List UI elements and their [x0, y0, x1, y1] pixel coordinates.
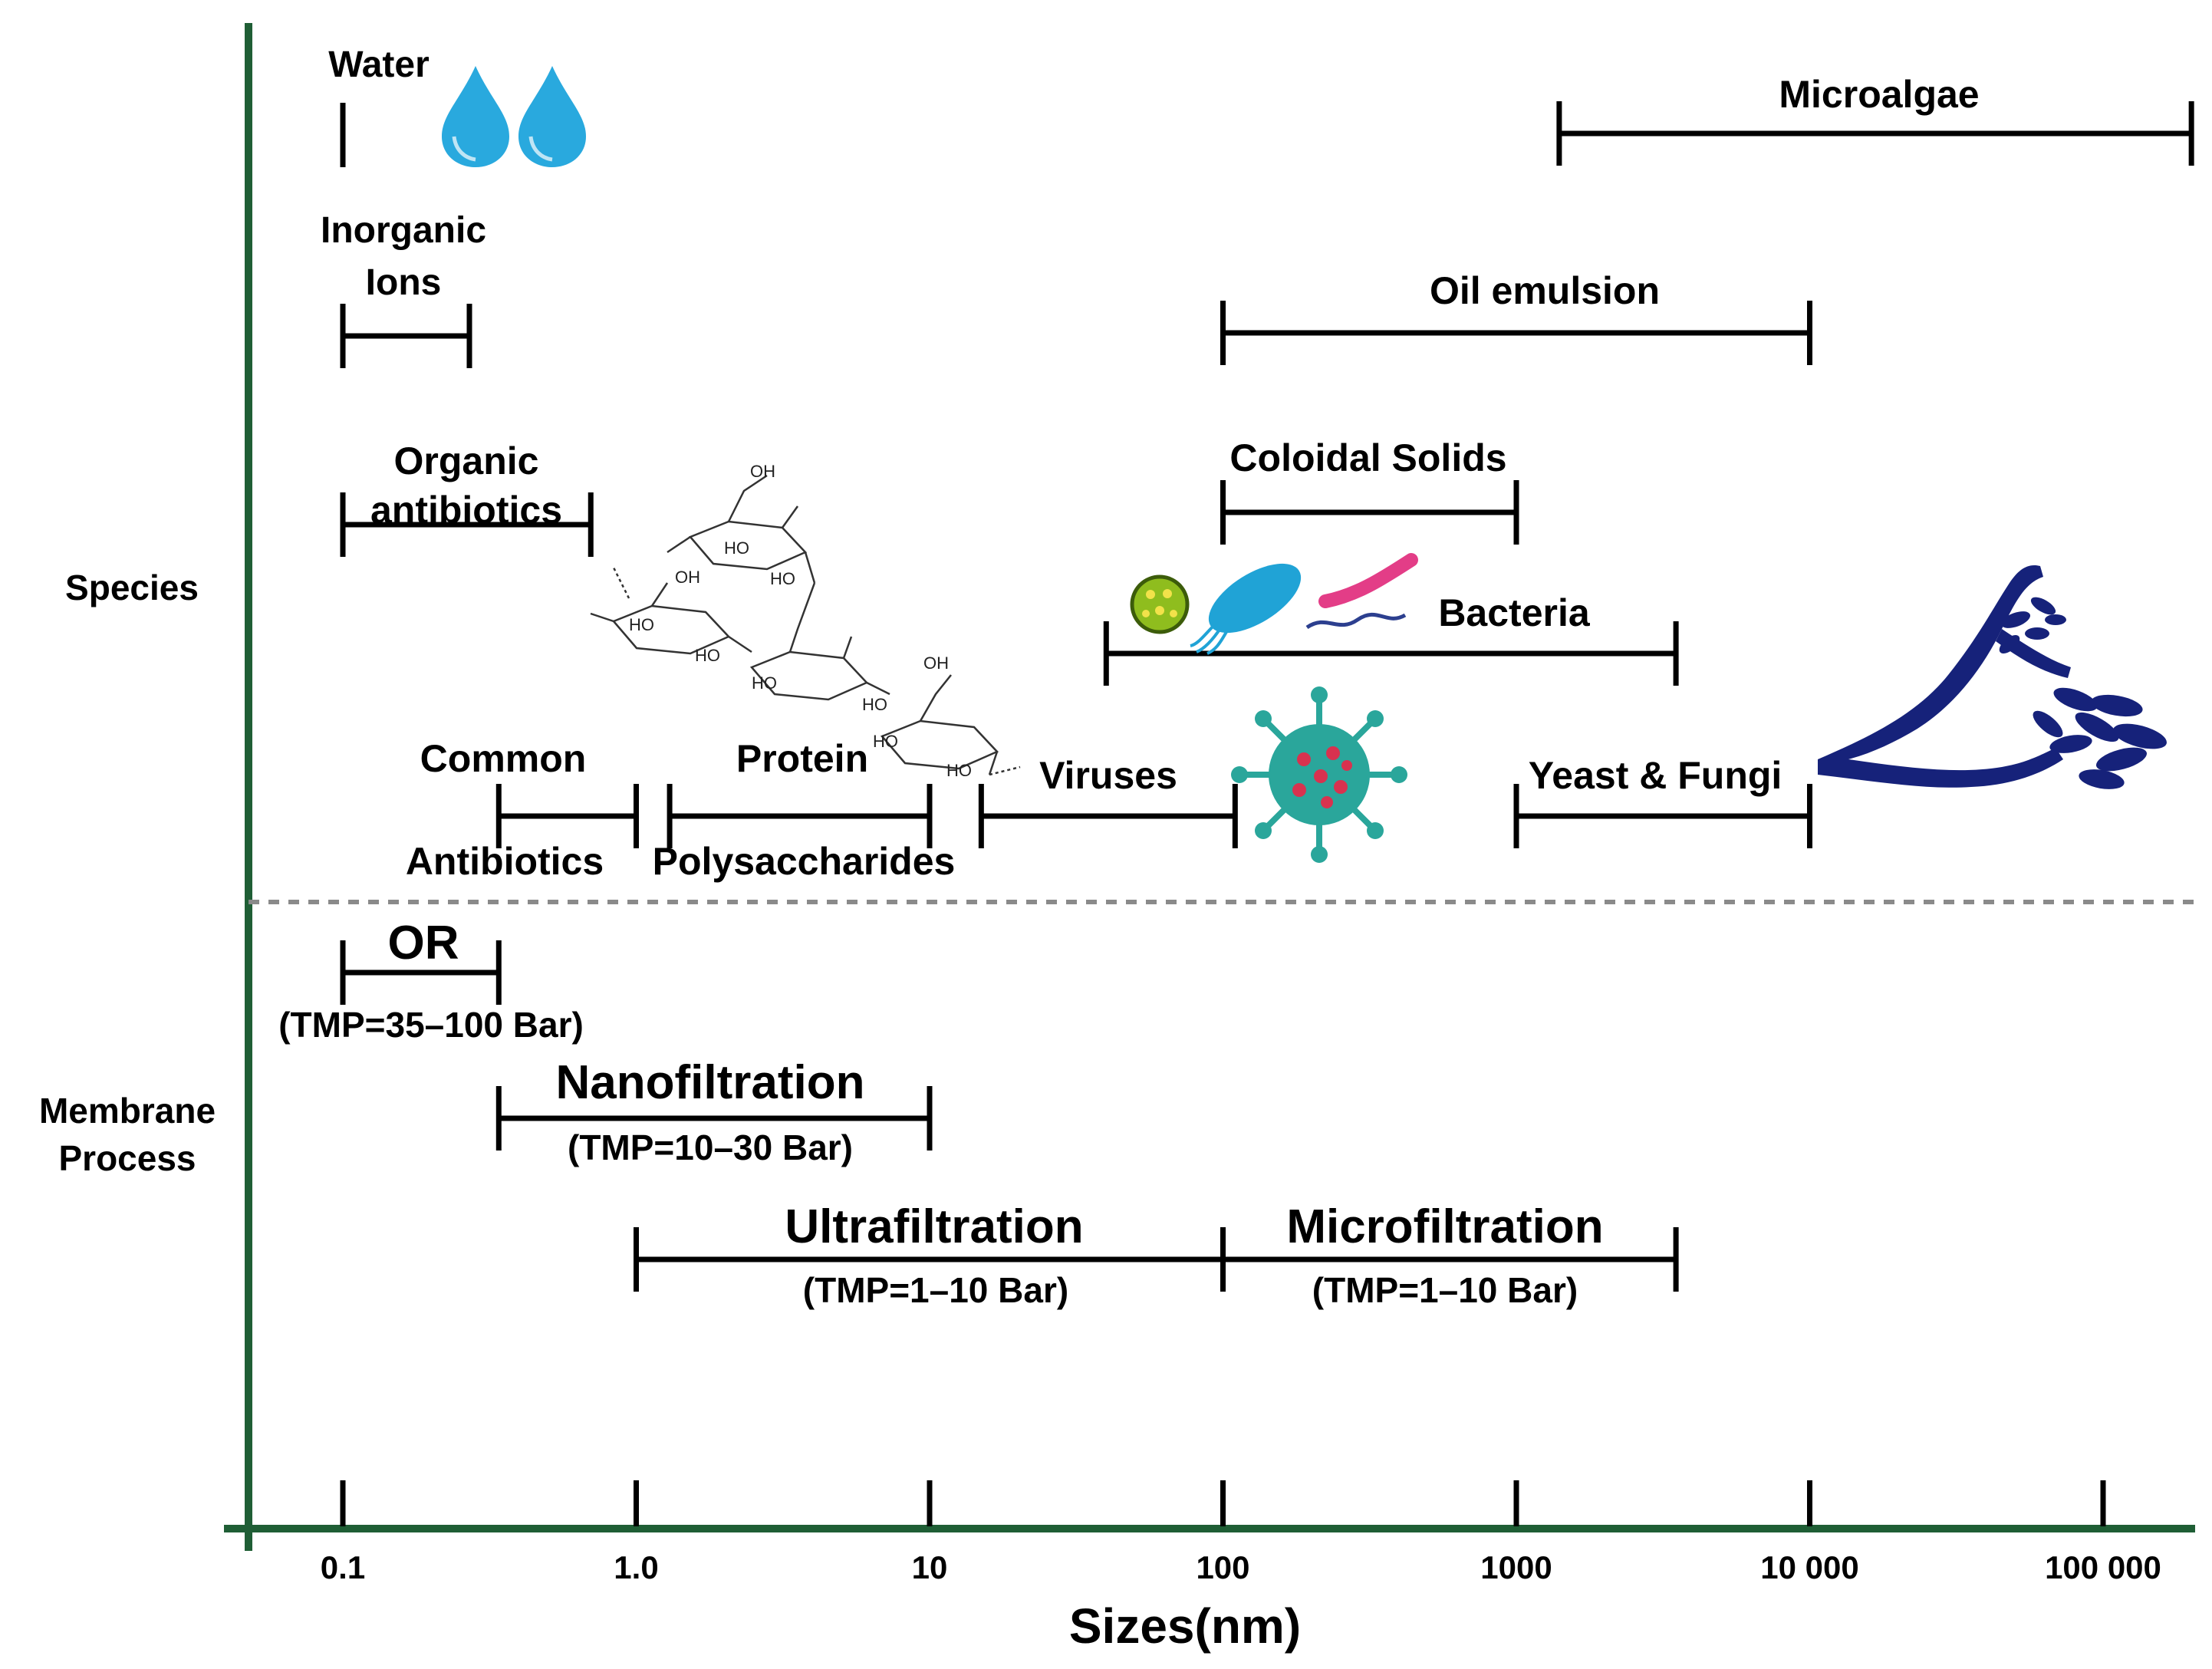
nanofiltration-range-bar: [495, 1086, 933, 1151]
organic-antibiotics-label-2: antibiotics: [370, 489, 562, 532]
yeast-fungi-label: Yeast & Fungi: [1529, 754, 1782, 797]
x-axis-tick-label: 100 000: [2045, 1549, 2161, 1585]
coloidal-solids-range-bar: [1220, 480, 1519, 545]
x-axis-tick-label: 1.0: [614, 1549, 658, 1585]
virus-icon: [1231, 686, 1407, 863]
membrane-section-label-line1: Membrane: [39, 1091, 216, 1131]
common-antibiotics-label-1: Common: [420, 737, 587, 780]
molecule-label: OH: [675, 568, 700, 587]
organic-antibiotics-range-bar: [340, 492, 594, 557]
polysaccharides-label: Polysaccharides: [653, 840, 956, 883]
protein-label: Protein: [736, 737, 868, 780]
molecule-label: OH: [750, 462, 775, 481]
x-axis-tick-label: 10 000: [1760, 1549, 1858, 1585]
molecule-label: HO: [629, 615, 654, 634]
yeast-fungi-range-bar: [1513, 784, 1812, 848]
polysaccharide-molecule-icon: [590, 474, 1021, 776]
viruses-range-bar: [978, 784, 1238, 848]
common-antibiotics-label-2: Antibiotics: [406, 840, 604, 883]
water-label: Water: [328, 44, 430, 85]
molecule-group-labels: OH HO HO OH HO HO HO OH HO HO HO: [629, 462, 972, 780]
ultrafiltration-label: Ultrafiltration: [785, 1200, 1083, 1253]
molecule-label: HO: [752, 673, 777, 693]
common-antibiotics-range-bar: [495, 784, 639, 848]
or-range-bar: [340, 940, 502, 1005]
membrane-section-label-line2: Process: [58, 1138, 196, 1178]
ultrafiltration-tmp-label: (TMP=1–10 Bar): [803, 1270, 1068, 1310]
x-axis-title: Sizes(nm): [1069, 1598, 1301, 1654]
oil-emulsion-range-bar: [1220, 301, 1812, 365]
species-labels: Water Inorganic Ions Organic antibiotics…: [321, 44, 1980, 883]
microfiltration-label: Microfiltration: [1286, 1200, 1603, 1253]
organic-antibiotics-label-1: Organic: [394, 439, 539, 482]
inorganic-ions-label-1: Inorganic: [321, 210, 486, 251]
molecule-label: HO: [695, 646, 720, 665]
coloidal-solids-label: Coloidal Solids: [1229, 436, 1506, 479]
or-label: OR: [388, 917, 459, 969]
microalgae-range-bar: [1556, 101, 2194, 166]
molecule-label: OH: [923, 653, 949, 673]
x-axis-tick-label: 1000: [1480, 1549, 1552, 1585]
inorganic-ions-label-2: Ions: [366, 262, 442, 303]
x-axis-tick-label: 0.1: [321, 1549, 365, 1585]
species-section-label: Species: [65, 568, 199, 607]
molecule-label: HO: [862, 695, 887, 714]
viruses-label: Viruses: [1039, 754, 1177, 797]
range-bars: [340, 101, 2194, 1292]
protein-polysaccharides-range-bar: [667, 784, 933, 848]
x-axis-ticks: 0.1 1.0 10 100 1000 10 000 100 000: [321, 1480, 2161, 1585]
oil-emulsion-label: Oil emulsion: [1430, 269, 1660, 312]
microfiltration-tmp-label: (TMP=1–10 Bar): [1312, 1270, 1578, 1310]
microfiltration-range-bar: [1220, 1227, 1679, 1292]
microalgae-label: Microalgae: [1779, 73, 1979, 116]
molecule-label: HO: [724, 538, 749, 558]
fungus-icon: [1818, 565, 2167, 789]
x-axis-tick-label: 10: [912, 1549, 948, 1585]
nanofiltration-tmp-label: (TMP=10–30 Bar): [568, 1127, 853, 1167]
membrane-labels: OR (TMP=35–100 Bar) Nanofiltration (TMP=…: [278, 917, 1603, 1310]
bacteria-icon: [1130, 553, 1418, 655]
water-drop-icon: [442, 66, 586, 167]
inorganic-ions-range-bar: [340, 304, 472, 368]
molecule-label: HO: [770, 569, 795, 588]
molecule-label: HO: [946, 761, 972, 780]
bacteria-range-bar: [1103, 621, 1679, 686]
or-tmp-label: (TMP=35–100 Bar): [278, 1005, 584, 1045]
x-axis-tick-label: 100: [1196, 1549, 1249, 1585]
bacteria-label: Bacteria: [1438, 591, 1591, 634]
molecule-label: HO: [873, 732, 898, 751]
nanofiltration-label: Nanofiltration: [556, 1056, 865, 1109]
